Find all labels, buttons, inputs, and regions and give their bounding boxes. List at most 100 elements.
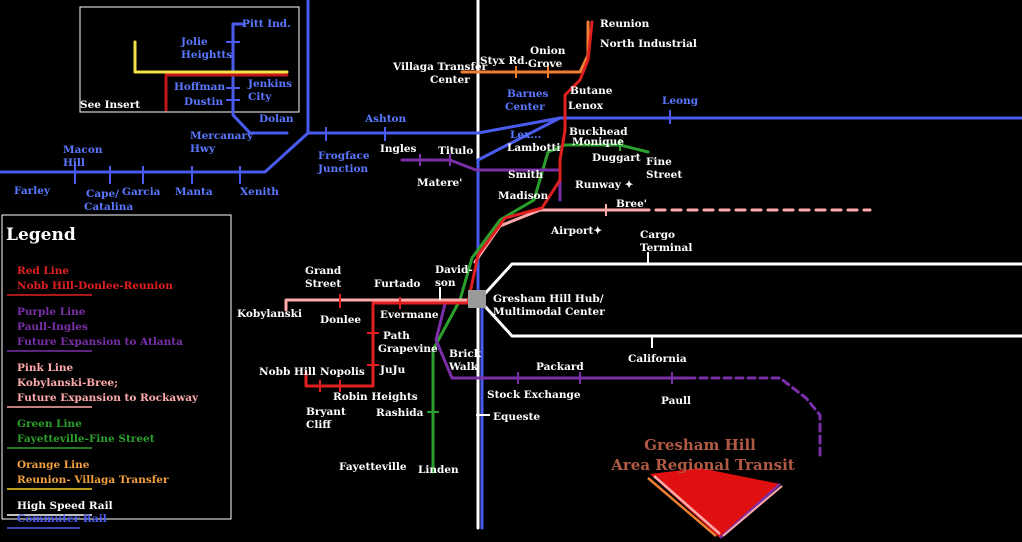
high-speed-rail-north-branch (479, 262, 1022, 300)
brand-title: Gresham Hill (644, 436, 756, 454)
station-label-rashida: Rashida (376, 407, 424, 419)
legend-item-name: Green Line (17, 418, 82, 430)
commuter-rail-insert-spur (231, 22, 289, 135)
station-label-dustin: Dustin (184, 96, 223, 108)
brand-emblem-stripe (722, 485, 783, 537)
station-label-titulo: Titulo (438, 145, 473, 157)
insert-box (79, 6, 300, 113)
purple-line-future (686, 376, 822, 457)
station-label-fayetteville: Fayetteville (339, 461, 407, 473)
station-label-furtado: Furtado (374, 278, 420, 290)
high-speed-rail-south-branch (479, 300, 1022, 338)
legend-item-name: Purple Line (17, 306, 86, 318)
station-label-linden: Linden (418, 464, 459, 476)
station-label-hoffman: Hoffman (174, 81, 225, 93)
insert-red-line (164, 73, 289, 112)
station-label-paull: Paull (661, 395, 691, 407)
station-label-runway: Runway ✦ (575, 179, 634, 191)
legend-item-desc: Kobylanski-Bree; (17, 377, 118, 389)
station-label-buckhead: Buckhead (569, 126, 628, 138)
station-label-ashton: Ashton (364, 113, 407, 125)
legend-item-desc: Reunion- Villaga Transfer (17, 474, 169, 486)
station-label-north-industrial: North Industrial (600, 38, 697, 50)
commuter-rail-west (0, 116, 1022, 174)
station-label-california: California (628, 353, 687, 365)
station-label-xenith: Xenith (240, 186, 279, 198)
station-label-manta: Manta (175, 186, 213, 198)
station-label-reunion: Reunion (600, 18, 650, 30)
legend-item-name: Orange Line (17, 459, 90, 471)
legend-item-name: High Speed Rail (17, 500, 113, 512)
legend-item-desc: Nobb Hill-Donlee-Reunion (17, 280, 173, 292)
station-label-airport: Airport✦ (550, 225, 602, 237)
station-label-lex: Lex... (510, 129, 541, 141)
station-label-robin-heights: Robin Heights (333, 391, 418, 403)
red-line (304, 20, 594, 388)
legend-box (1, 214, 232, 520)
station-label-davidson: David-son (435, 264, 473, 289)
station-label-packard: Packard (536, 361, 584, 373)
legend-item-desc: Future Expansion to Atlanta (17, 336, 183, 348)
station-label-garcia: Garcia (122, 186, 161, 198)
station-label-stock-exchange: Stock Exchange (487, 389, 581, 401)
see-insert-label: See Insert (80, 99, 140, 111)
brand-emblem-shape (650, 468, 780, 538)
orange-line (460, 20, 590, 74)
insert-yellow-line (133, 40, 289, 74)
legend-item-name: Pink Line (17, 362, 73, 374)
station-label-monique: Monique (572, 136, 624, 148)
station-label-cape-catalina: Cape/Catalina (84, 188, 133, 213)
station-label-donlee: Donlee (320, 314, 361, 326)
station-label-madison: Madison (498, 190, 549, 202)
station-label-kobylanski: Kobylanski (237, 308, 302, 320)
station-label-nopolis: Nopolis (320, 366, 365, 378)
station-label-equeste: Equeste (493, 411, 540, 423)
station-label-lambotti: Lambotti (507, 142, 560, 154)
station-label-nobb-hill: Nobb Hill (259, 366, 316, 378)
brand-emblem-stripe (653, 475, 721, 535)
legend-item-desc: Paull-Ingles (17, 321, 88, 333)
gresham-hill-hub-square (468, 290, 486, 308)
legend-item-name: Red Line (17, 265, 69, 277)
station-label-gresham-hill-hub: Gresham Hill Hub/Multimodal Center (493, 293, 605, 318)
station-label-duggart: Duggart (592, 152, 641, 164)
station-label-pitt-ind: Pitt Ind. (242, 18, 291, 30)
brand-emblem (647, 468, 783, 539)
brand-emblem-stripe (647, 477, 717, 537)
station-label-lenox: Lenox (568, 100, 604, 112)
station-label-evermane: Evermane (380, 309, 439, 321)
station-label-leong: Leong (662, 95, 699, 107)
pink-line-west (284, 298, 470, 312)
station-ticks (74, 41, 673, 416)
purple-line-south (434, 298, 690, 380)
station-label-farley: Farley (14, 185, 51, 197)
station-label-juju: JuJu (379, 364, 406, 376)
legend-item-desc: Future Expansion to Rockaway (17, 392, 199, 404)
brand-subtitle: Area Regional Transit (610, 456, 795, 474)
legend-item-name: Commuter Rail (17, 513, 107, 525)
station-label-smith: Smith (508, 169, 544, 181)
rail-lines (0, 0, 1022, 530)
station-label-butane: Butane (570, 85, 613, 97)
station-label-ingles: Ingles (380, 143, 417, 155)
station-label-styx-rd: Styx Rd. (480, 55, 528, 67)
station-label-dolan: Dolan (259, 113, 294, 125)
